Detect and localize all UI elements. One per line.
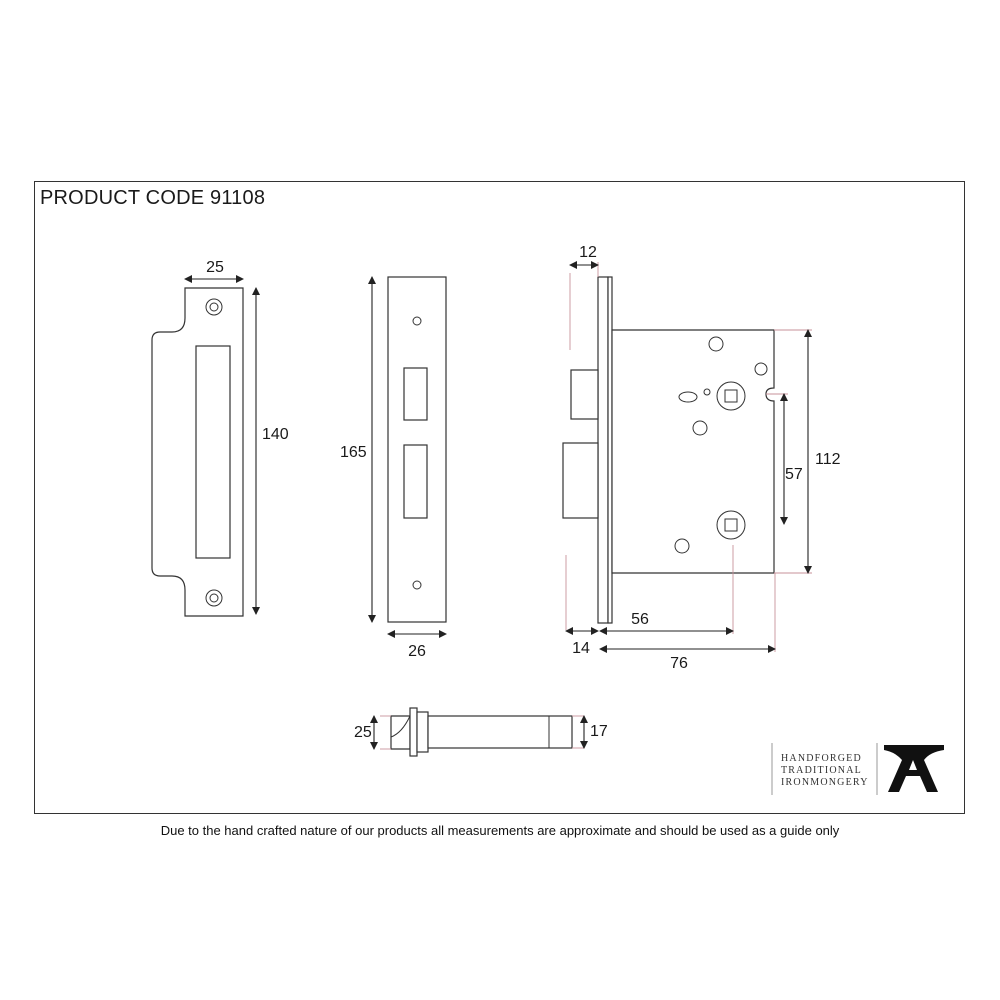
- bolt-head-dimension: 25: [354, 715, 391, 750]
- product-code: PRODUCT CODE 91108: [40, 187, 266, 209]
- bolt-head-label: 25: [354, 724, 372, 741]
- striker-width-label: 25: [206, 259, 224, 276]
- striker-height-dimension: 140: [252, 287, 289, 615]
- lock-body: [562, 276, 775, 624]
- anvil-icon: [884, 745, 944, 792]
- centres-dimension: 57: [780, 393, 803, 525]
- measurement-disclaimer: Due to the hand crafted nature of our pr…: [160, 823, 840, 838]
- forend-offset-label: 14: [572, 640, 590, 657]
- case-height-label: 112: [815, 451, 841, 468]
- forend-height-dimension: 165: [340, 276, 376, 623]
- backset-top-label: 12: [579, 244, 597, 261]
- bolt-diameter-label: 17: [590, 723, 608, 740]
- forend-width-label: 26: [408, 643, 426, 660]
- spindle-backset-dimension: 56: [599, 611, 734, 635]
- logo-line-2: TRADITIONAL: [781, 765, 862, 776]
- brand-logo: HANDFORGED TRADITIONAL IRONMONGERY: [771, 743, 944, 795]
- centres-label: 57: [785, 466, 803, 483]
- forend-plate: [387, 276, 447, 623]
- case-depth-label: 76: [670, 655, 688, 672]
- logo-line-3: IRONMONGERY: [781, 777, 869, 788]
- forend-height-label: 165: [340, 444, 367, 461]
- case-depth-dimension: 76: [599, 645, 776, 672]
- forend-offset-dimension: 14: [565, 627, 599, 657]
- drawing-frame: [34, 181, 965, 814]
- forend-width-dimension: 26: [387, 630, 447, 660]
- bolt-diameter-dimension: 17: [572, 715, 608, 749]
- case-height-dimension: 112: [804, 329, 841, 574]
- striker-height-label: 140: [262, 426, 289, 443]
- backset-top-dimension: 12: [569, 244, 599, 269]
- latch-bolt: [390, 707, 573, 757]
- striker-plate: [151, 287, 244, 617]
- logo-line-1: HANDFORGED: [781, 753, 862, 764]
- striker-width-dimension: 25: [184, 259, 244, 283]
- spindle-backset-label: 56: [631, 611, 649, 628]
